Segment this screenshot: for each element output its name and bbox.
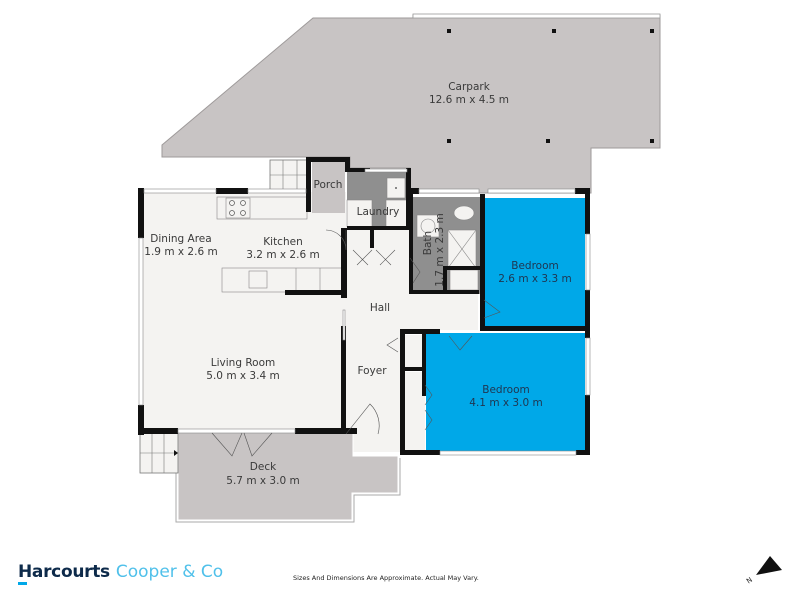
living-dimensions: 5.0 m x 3.4 m — [206, 370, 279, 382]
deck-dimensions: 5.7 m x 3.0 m — [226, 475, 299, 487]
bath-label: Bath — [422, 231, 434, 255]
compass-label: N — [745, 576, 754, 585]
porch-label: Porch — [314, 179, 343, 191]
dining-dimensions: 1.9 m x 2.6 m — [144, 246, 217, 258]
bedroom-1-dimensions: 2.6 m x 3.3 m — [498, 273, 571, 285]
porch-steps — [269, 159, 311, 191]
bedroom-2-label: Bedroom — [482, 384, 530, 396]
room-bath: Bath 1.7 m x 2.3 m — [413, 197, 483, 294]
laundry-label: Laundry — [357, 206, 400, 218]
dining-label: Dining Area — [150, 233, 211, 245]
indoor-floor — [142, 192, 478, 452]
room-bedroom-2: Bedroom 4.1 m x 3.0 m — [405, 333, 585, 451]
door-swings — [211, 229, 501, 457]
bedroom-1-label: Bedroom — [511, 260, 559, 272]
bedroom-2-dimensions: 4.1 m x 3.0 m — [469, 397, 542, 409]
windows — [138, 168, 591, 456]
hall-label: Hall — [370, 302, 390, 314]
room-bedroom-1: Bedroom 2.6 m x 3.3 m — [484, 198, 585, 328]
room-porch: Porch — [312, 160, 345, 213]
kitchen-fixtures — [216, 196, 345, 293]
deck-label: Deck — [250, 461, 277, 473]
kitchen-dimensions: 3.2 m x 2.6 m — [246, 249, 319, 261]
brand-main: Harcourts — [18, 562, 110, 582]
room-carpark: Carpark 12.6 m x 4.5 m — [161, 13, 661, 194]
disclaimer: Sizes And Dimensions Are Approximate. Ac… — [293, 574, 479, 582]
kitchen-label: Kitchen — [263, 236, 302, 248]
foyer-label: Foyer — [357, 365, 387, 377]
carpark-dimensions: 12.6 m x 4.5 m — [429, 94, 509, 106]
north-arrow-icon: N — [745, 556, 782, 585]
walls — [138, 157, 590, 455]
living-label: Living Room — [211, 357, 275, 369]
room-laundry: Laundry — [346, 170, 409, 228]
brand-sub: Cooper & Co — [115, 562, 224, 582]
carpark-label: Carpark — [448, 81, 490, 93]
